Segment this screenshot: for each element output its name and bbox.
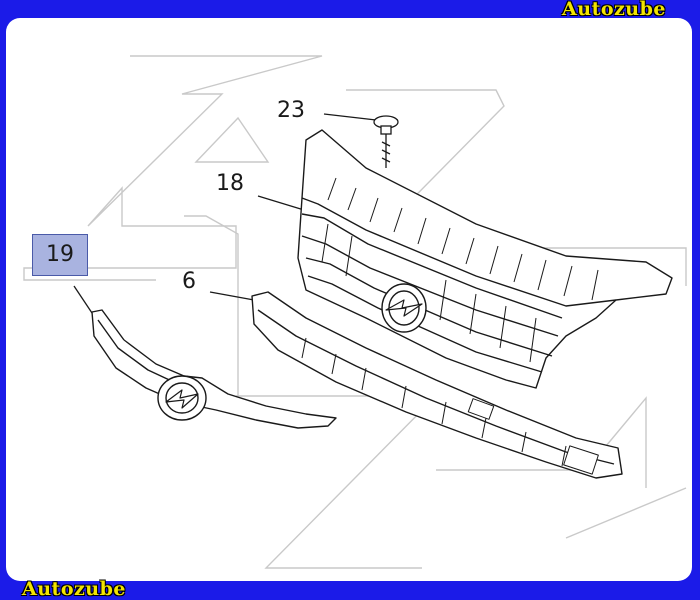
callout-grille: 18: [216, 171, 244, 196]
screw-part: [373, 115, 399, 168]
callout-screw: 23: [277, 98, 305, 123]
brand-logo-top: Autozube: [562, 0, 666, 20]
leader-lines: [73, 113, 377, 317]
watermark: [23, 55, 687, 569]
leader-19: [73, 285, 95, 317]
support-part: [251, 291, 623, 479]
callout-support: 6: [182, 269, 196, 294]
diagram-panel: 23 18 6 19: [6, 18, 692, 581]
leader-6: [209, 291, 255, 301]
leader-18: [257, 195, 305, 211]
callout-trim-strip: 19: [32, 234, 88, 276]
trim-strip-part: [91, 309, 337, 429]
leader-23: [323, 113, 377, 121]
grille-part: [297, 129, 673, 389]
brand-logo-bottom: Autozube: [22, 578, 126, 600]
parts-diagram: [23, 55, 687, 569]
